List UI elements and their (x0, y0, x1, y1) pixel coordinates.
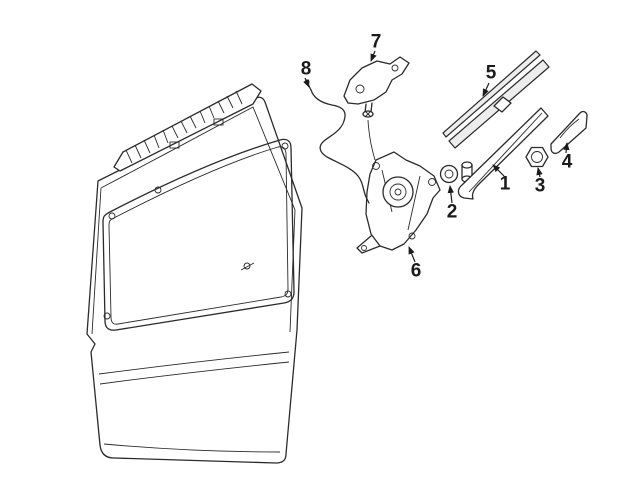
callout-label-5: 5 (485, 62, 497, 84)
callout-leader-4 (563, 142, 570, 154)
callout-label-3: 3 (534, 175, 546, 197)
wiper-motor-assembly (356, 151, 441, 254)
callout-leader-2 (447, 185, 454, 204)
window-opening (102, 138, 295, 331)
mount-bracket (343, 56, 410, 161)
liftgate-panel (86, 83, 303, 464)
callout-leaders (303, 50, 570, 263)
callout-leader-7 (370, 50, 377, 62)
callout-leader-3 (536, 167, 543, 178)
wiper-arm (457, 107, 549, 200)
pivot-nut (525, 146, 549, 168)
callout-label-1: 1 (499, 173, 511, 195)
spoiler-strip (113, 83, 262, 172)
callout-leader-8 (303, 77, 310, 88)
lower-panel-creases (98, 351, 290, 453)
callout-label-6: 6 (410, 260, 422, 282)
callout-leader-6 (408, 246, 416, 263)
fastener-holes (103, 142, 292, 320)
callout-label-7: 7 (370, 31, 382, 53)
wiper-blade (442, 50, 550, 149)
callout-label-4: 4 (561, 151, 573, 173)
callout-leader-5 (482, 82, 490, 97)
callout-leader-1 (492, 164, 505, 177)
callout-label-8: 8 (300, 58, 312, 80)
pivot-cap (550, 110, 588, 155)
callout-label-2: 2 (446, 201, 458, 223)
